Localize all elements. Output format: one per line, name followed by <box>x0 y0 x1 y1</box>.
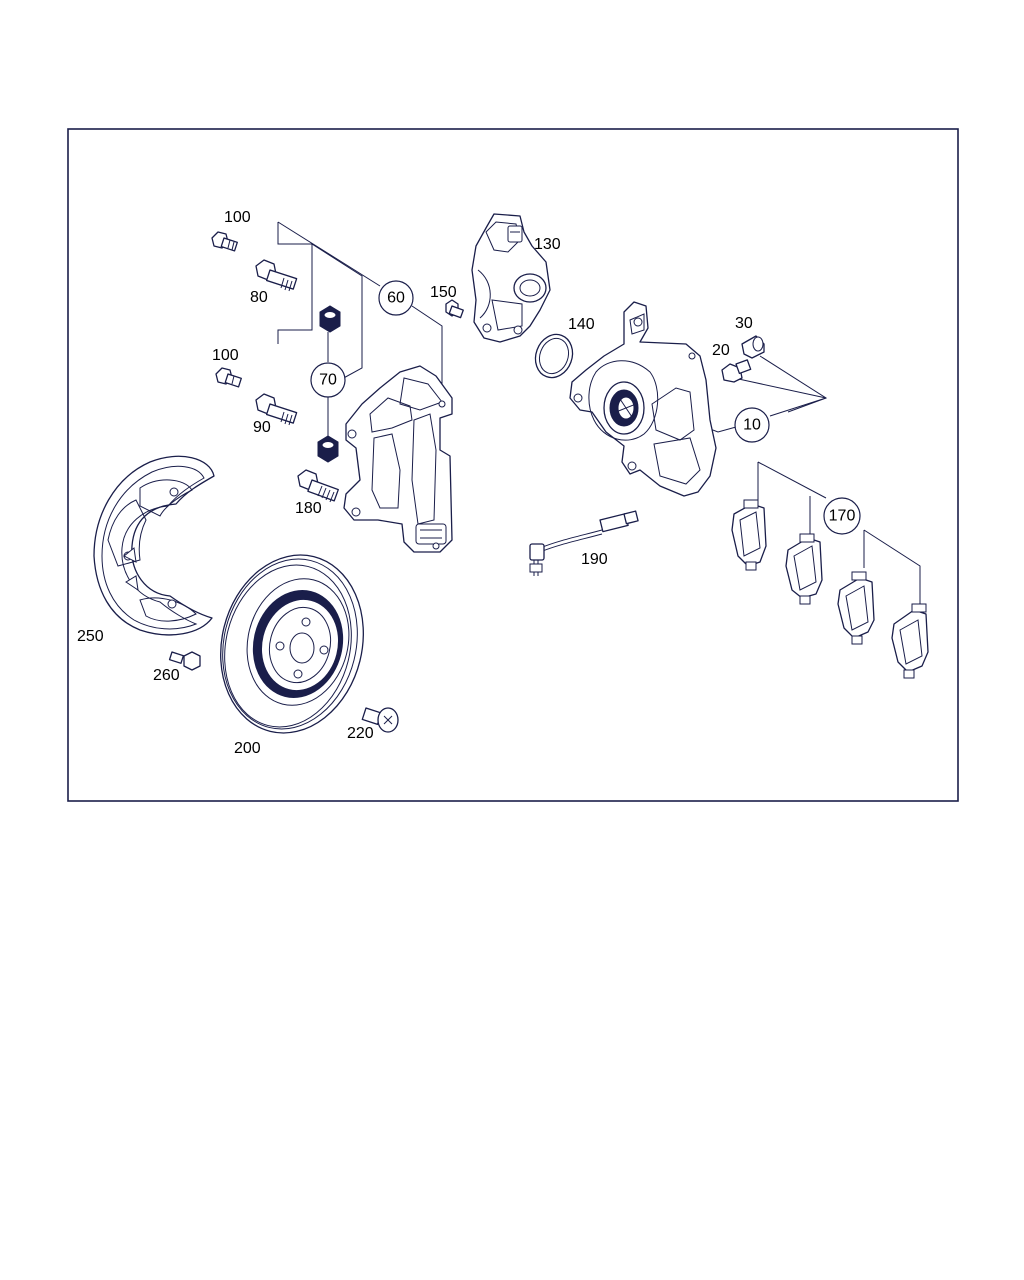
label-90: 90 <box>253 419 271 436</box>
nut-70-lower <box>317 435 339 463</box>
screw-260 <box>168 651 201 671</box>
label-140: 140 <box>568 316 595 333</box>
label-150: 150 <box>430 284 457 301</box>
bolt-100-top <box>211 231 238 252</box>
label-190: 190 <box>581 551 608 568</box>
dust-shield-250 <box>93 455 215 636</box>
parking-brake-motor-130 <box>471 213 551 343</box>
label-10: 10 <box>743 417 761 434</box>
brake-pad-170-d <box>891 603 929 679</box>
label-200: 200 <box>234 740 261 757</box>
guide-bolt-90 <box>255 393 298 426</box>
o-ring-140 <box>534 333 574 379</box>
caliper-carrier-60 <box>343 365 453 553</box>
callout-60: 60 <box>378 280 414 316</box>
diagram-frame <box>67 128 959 802</box>
callout-70: 70 <box>310 362 346 398</box>
dust-cap-30 <box>741 335 765 359</box>
brake-pad-170-a <box>731 499 767 571</box>
label-260: 260 <box>153 667 180 684</box>
nut-70-upper <box>319 305 341 333</box>
label-30: 30 <box>735 315 753 332</box>
label-20: 20 <box>712 342 730 359</box>
screw-150 <box>445 299 464 319</box>
label-100-top: 100 <box>224 209 251 226</box>
carrier-bolt-180 <box>297 469 339 503</box>
guide-bolt-80 <box>255 259 298 292</box>
label-60: 60 <box>387 290 405 307</box>
label-180: 180 <box>295 500 322 517</box>
bleed-nipple-20 <box>721 359 752 383</box>
label-220: 220 <box>347 725 374 742</box>
label-250: 250 <box>77 628 104 645</box>
callout-170: 170 <box>823 497 861 535</box>
label-170: 170 <box>829 508 856 525</box>
bolt-100-lower <box>215 367 242 388</box>
brake-caliper-10 <box>569 301 717 497</box>
wear-sensor-190 <box>529 510 639 576</box>
label-130: 130 <box>534 236 561 253</box>
brake-pad-170-c <box>837 571 875 645</box>
label-70: 70 <box>319 372 337 389</box>
brake-pad-170-b <box>785 533 823 605</box>
label-80: 80 <box>250 289 268 306</box>
label-100-lower: 100 <box>212 347 239 364</box>
brake-disc-200 <box>220 554 364 734</box>
callout-10: 10 <box>734 407 770 443</box>
screw-220 <box>361 707 399 733</box>
